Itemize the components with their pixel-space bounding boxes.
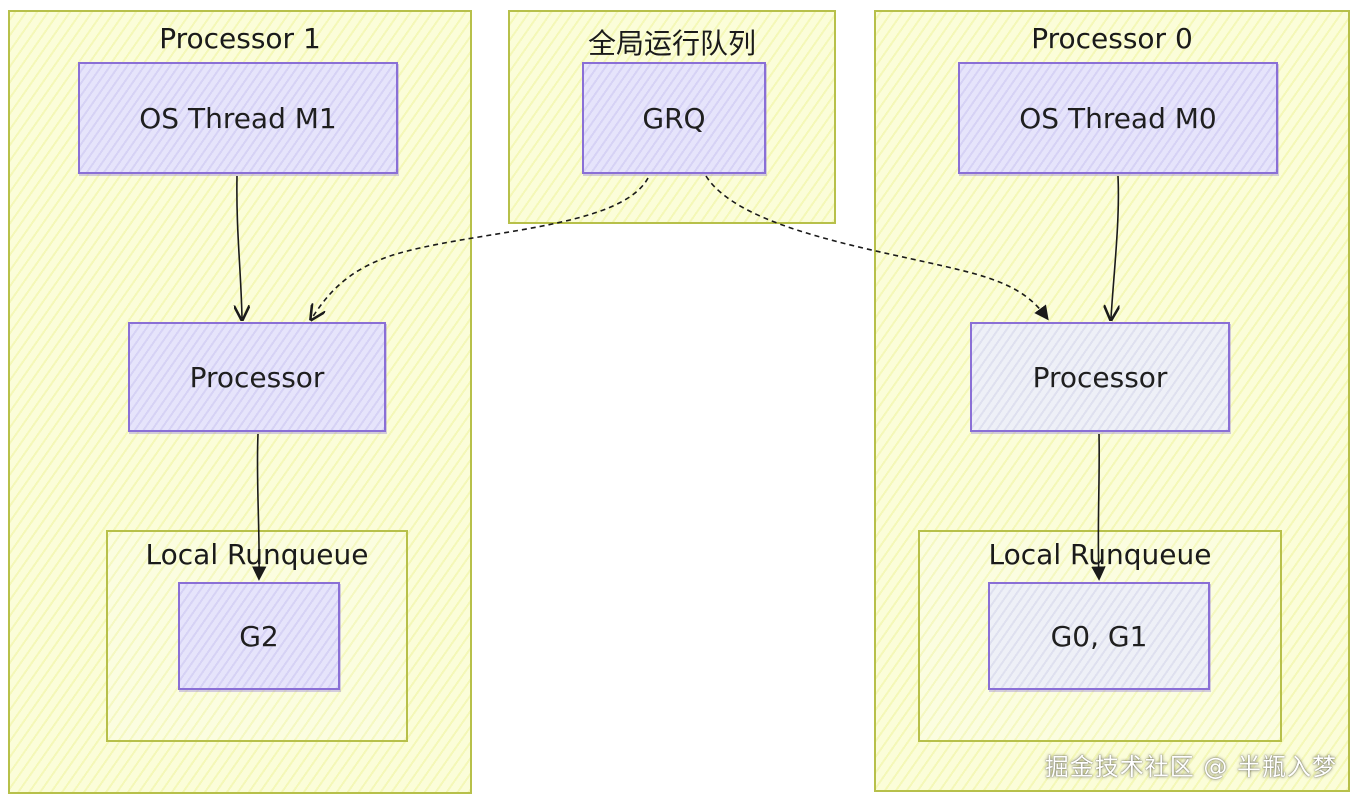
g2-node: G2 (178, 582, 340, 690)
processor-1-node: Processor (128, 322, 386, 432)
local-runqueue-0-title: Local Runqueue (988, 538, 1212, 571)
grq-node: GRQ (582, 62, 766, 174)
processor-0-title: Processor 0 (1031, 22, 1193, 55)
watermark-text: 掘金技术社区 @ 半瓶入梦 (1044, 753, 1337, 781)
g0-g1-node: G0, G1 (988, 582, 1210, 690)
processor-1-title: Processor 1 (159, 22, 321, 55)
os-thread-m0-node: OS Thread M0 (958, 62, 1278, 174)
local-runqueue-1-title: Local Runqueue (145, 538, 369, 571)
global-run-queue-title: 全局运行队列 (587, 27, 756, 60)
processor-0-node: Processor (970, 322, 1230, 432)
os-thread-m1-node: OS Thread M1 (78, 62, 398, 174)
